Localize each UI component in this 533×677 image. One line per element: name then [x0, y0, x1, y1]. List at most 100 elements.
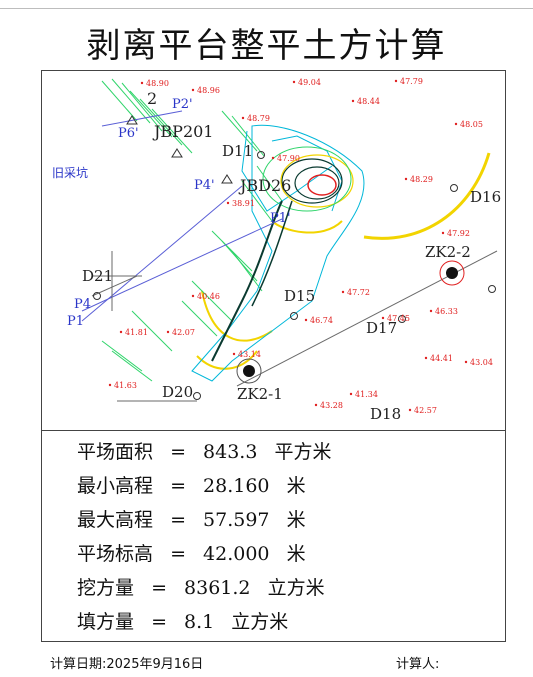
elevation-label: 48.96	[197, 86, 220, 95]
point-label-jbp201: JBP201	[152, 122, 213, 141]
calc-date-label: 计算日期:	[50, 657, 107, 672]
elevation-dot	[304, 318, 308, 322]
elevation-label: 48.79	[247, 114, 270, 123]
elevation-label: 46.33	[435, 307, 458, 316]
top-rule	[0, 8, 533, 9]
site-boundary	[191, 124, 365, 382]
elevation-label: 48.05	[460, 120, 483, 129]
results-panel: 平场面积 = 843.3 平方米 最小高程 = 28.160 米 最大高程 = …	[42, 431, 505, 641]
point-label-d16: D16	[470, 188, 501, 206]
elevation-label: 47.72	[347, 288, 370, 297]
point-label-d11: D11	[222, 142, 253, 160]
elevation-dot	[292, 80, 296, 84]
result-area-label: 平场面积	[77, 441, 154, 463]
result-fill-eq: =	[151, 611, 167, 633]
point-label-jbd26: JBD26	[238, 176, 291, 195]
elevation-label: 43.14	[238, 350, 261, 359]
elevation-dot	[140, 81, 144, 85]
elevation-dot	[314, 403, 318, 407]
elevation-dot	[119, 330, 123, 334]
result-max-elev-eq: =	[170, 509, 186, 531]
elevation-label: 41.34	[355, 390, 378, 399]
elevation-label: 48.90	[146, 79, 169, 88]
profile-lines	[91, 250, 498, 402]
result-design-elev-label: 平场标高	[77, 543, 154, 565]
elevation-label: 42.57	[414, 406, 437, 415]
point-label-d17: D17	[366, 319, 397, 337]
elevation-label: 48.44	[357, 97, 380, 106]
result-fill-label: 填方量	[77, 611, 135, 633]
elevation-label: 43.04	[470, 358, 493, 367]
elevation-dot	[381, 316, 385, 320]
page-title: 剥离平台整平土方计算	[86, 26, 447, 66]
elevation-dot	[429, 309, 433, 313]
borehole-label-zk2-2: ZK2-2	[425, 243, 471, 261]
elevation-dot	[404, 177, 408, 181]
elevation-label: 46.74	[310, 316, 333, 325]
elevation-dot	[394, 79, 398, 83]
point-label-d20: D20	[162, 383, 193, 401]
result-fill-unit: 立方米	[231, 611, 289, 633]
elevation-label: 43.28	[320, 401, 343, 410]
elevation-label: 42.07	[172, 328, 195, 337]
elevation-dot	[191, 88, 195, 92]
elevation-dot	[454, 122, 458, 126]
borehole-zk2-1	[236, 358, 262, 384]
result-cut-unit: 立方米	[267, 577, 325, 599]
result-cut-eq: =	[151, 577, 167, 599]
result-cut-label: 挖方量	[77, 577, 135, 599]
section-lines	[81, 110, 283, 322]
calculator: 计算人:	[396, 653, 439, 672]
survey-triangles	[126, 115, 233, 184]
result-cut: 挖方量 = 8361.2 立方米	[77, 573, 325, 600]
yellow-contour	[363, 152, 491, 240]
elevation-label: 41.63	[114, 381, 137, 390]
calc-date-value: 2025年9月16日	[106, 657, 204, 672]
borehole-label-zk2-1: ZK2-1	[237, 385, 283, 403]
elevation-dot	[166, 330, 170, 334]
result-fill-value: 8.1	[184, 611, 215, 633]
elevation-dot	[441, 231, 445, 235]
elevation-dot	[408, 408, 412, 412]
result-max-elev: 最大高程 = 57.597 米	[77, 505, 306, 532]
result-design-elev-eq: =	[170, 543, 186, 565]
elevation-dot	[351, 99, 355, 103]
result-max-elev-value: 57.597	[203, 509, 270, 531]
elevation-label: 40.46	[197, 292, 220, 301]
result-design-elev-unit: 米	[286, 543, 306, 565]
section-label-p1-prime: P1'	[270, 211, 291, 226]
calculator-label: 计算人:	[396, 657, 440, 672]
elevation-label: 47.45	[387, 314, 410, 323]
elevation-dot	[241, 116, 245, 120]
yellow-contour	[196, 350, 258, 370]
section-label-p2-prime: P2'	[172, 97, 193, 112]
vegetation-hatches	[101, 78, 283, 382]
elevation-label: 41.81	[125, 328, 148, 337]
section-label-p4: P4	[74, 297, 91, 312]
result-min-elev: 最小高程 = 28.160 米	[77, 471, 306, 498]
result-area: 平场面积 = 843.3 平方米	[77, 437, 332, 464]
elevation-dot	[226, 201, 230, 205]
contour-cluster	[211, 146, 354, 362]
elevation-dot	[464, 360, 468, 364]
elevation-dot	[349, 392, 353, 396]
result-fill: 填方量 = 8.1 立方米	[77, 607, 288, 634]
elevation-dot	[424, 356, 428, 360]
elevation-label: 44.41	[430, 354, 453, 363]
result-design-elev-value: 42.000	[203, 543, 270, 565]
site-map-canvas: 48.9048.9649.0447.7948.4448.7948.0547.90…	[52, 77, 501, 423]
result-min-elev-value: 28.160	[203, 475, 270, 497]
yellow-contour	[201, 290, 273, 342]
section-divider	[42, 430, 505, 431]
elevation-dot	[271, 156, 275, 160]
calc-date: 计算日期:2025年9月16日	[50, 653, 203, 672]
section-label-p4-prime: P4'	[194, 178, 215, 193]
old-pit-label: 旧采坑	[52, 165, 88, 180]
result-max-elev-unit: 米	[286, 509, 306, 531]
elevation-label: 49.04	[298, 78, 321, 87]
elevation-label: 47.92	[447, 229, 470, 238]
elevation-dot	[191, 294, 195, 298]
point-label-2: 2	[147, 89, 157, 108]
